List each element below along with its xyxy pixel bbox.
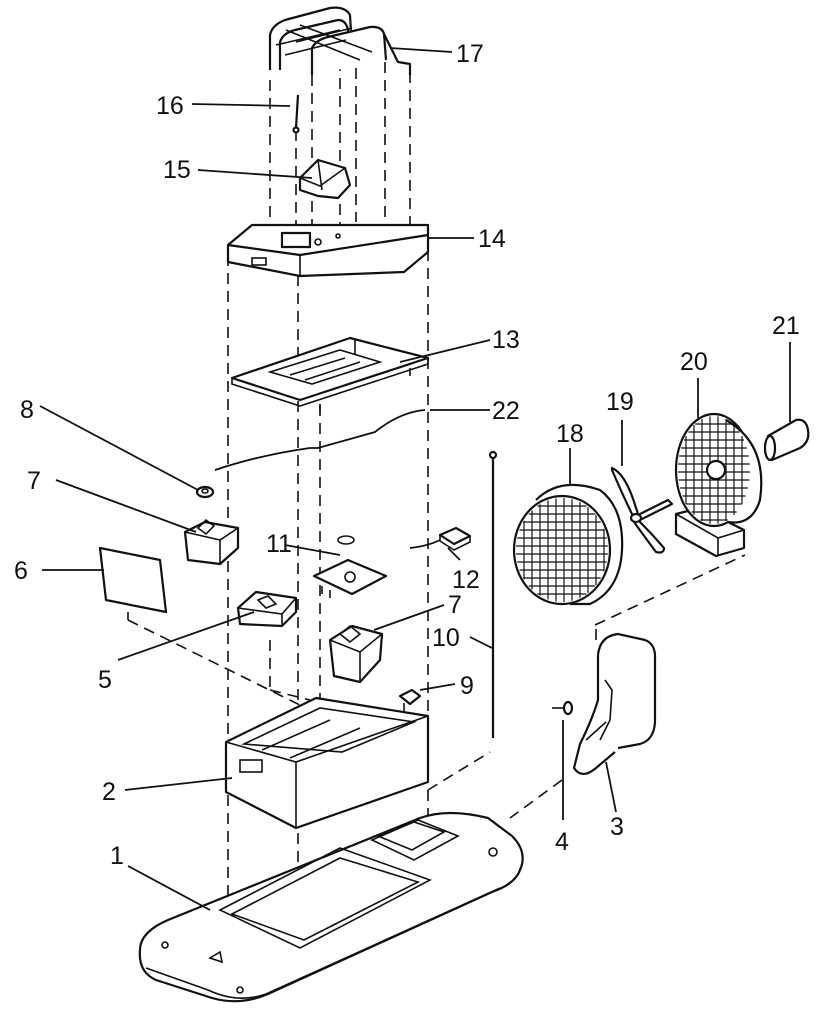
label-10: 10 — [432, 624, 460, 652]
label-19: 19 — [606, 388, 634, 416]
switch-part-7-lower — [328, 624, 384, 684]
fan-blade-part-19 — [610, 466, 674, 554]
lower-housing-box-part-2 — [224, 696, 430, 830]
label-20: 20 — [680, 348, 708, 376]
label-14: 14 — [478, 225, 506, 253]
label-15: 15 — [163, 156, 191, 184]
label-16: 16 — [156, 92, 184, 120]
leader-lines — [39, 47, 791, 911]
label-2: 2 — [102, 778, 116, 806]
label-8: 8 — [20, 396, 34, 424]
label-13: 13 — [492, 326, 520, 354]
heating-rod-part-10 — [488, 450, 498, 738]
cord-part-22 — [214, 409, 426, 471]
label-17: 17 — [456, 40, 484, 68]
bracket-block-part-5 — [236, 590, 298, 628]
label-18: 18 — [556, 420, 584, 448]
label-4: 4 — [555, 828, 569, 856]
label-22: 22 — [492, 397, 520, 425]
label-5: 5 — [98, 666, 112, 694]
knob-part-8 — [195, 485, 215, 499]
clip-part-9 — [398, 688, 422, 711]
back-panel-part-3 — [572, 632, 657, 776]
label-7b: 7 — [448, 591, 462, 619]
motor-housing-part-20 — [674, 412, 763, 558]
label-11-main: 11 — [266, 530, 292, 558]
pin-part-16 — [292, 94, 300, 134]
filter-panel-part-6 — [98, 546, 168, 614]
motor-part-21 — [763, 418, 810, 462]
label-6: 6 — [14, 557, 28, 585]
callout-labels: 17 16 15 14 13 22 8 7 6 12 7 5 9 10 2 1 … — [14, 40, 800, 870]
handle-grip-part-15 — [298, 158, 352, 200]
base-plate-part-1 — [138, 811, 524, 1003]
top-housing-cover-part-14 — [226, 223, 430, 278]
label-3: 3 — [610, 813, 624, 841]
handle-frame-part-17 — [268, 6, 412, 75]
label-12: 12 — [452, 566, 480, 594]
switch-part-7-upper — [183, 518, 240, 566]
label-21: 21 — [772, 312, 800, 340]
fan-guard-part-18 — [512, 483, 624, 606]
connector-part-12 — [409, 526, 472, 551]
label-1: 1 — [110, 842, 124, 870]
label-7a: 7 — [27, 467, 41, 495]
mounting-plate-part-11 — [312, 535, 388, 598]
screw-part-4 — [552, 700, 574, 716]
chassis-plate-part-13 — [230, 336, 430, 412]
label-9: 9 — [460, 672, 474, 700]
